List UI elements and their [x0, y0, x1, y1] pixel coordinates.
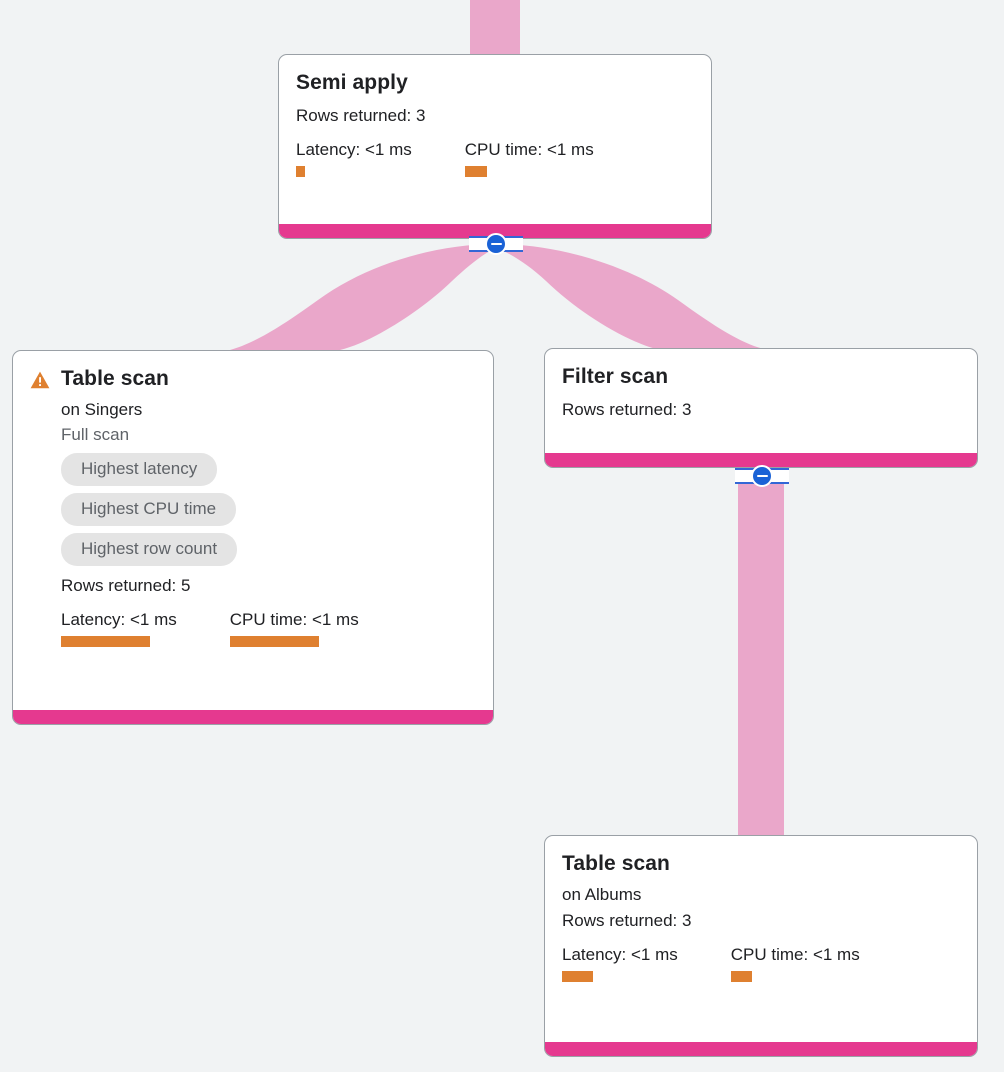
node-rows-returned: Rows returned: 5 [61, 576, 191, 595]
metric-cpu-time: CPU time: <1 ms [730, 944, 860, 982]
node-rows-returned: Rows returned: 3 [562, 911, 692, 930]
node-subtitle: on Albums [562, 885, 642, 904]
plan-node-semi-apply[interactable]: Semi apply Rows returned: 3 Latency: <1 … [278, 54, 712, 239]
node-footer-bar [545, 1042, 977, 1056]
metric-latency-label: Latency: <1 ms [61, 610, 177, 629]
metric-cpu-time-bar [730, 971, 752, 982]
node-title-row: Table scan on Singers Full scan Highest … [30, 366, 476, 647]
collapse-toggle-semi-apply[interactable] [469, 231, 523, 257]
edge-semi-apply-to-filter-scan [496, 244, 768, 350]
node-chip-list: Highest latency Highest CPU time Highest… [61, 453, 359, 566]
node-body: Semi apply Rows returned: 3 Latency: <1 … [279, 55, 711, 224]
warning-triangle-icon [30, 371, 50, 389]
collapse-minus-icon[interactable] [485, 233, 507, 255]
node-body: Table scan on Albums Rows returned: 3 La… [545, 836, 977, 1042]
chip-highest-cpu-time[interactable]: Highest CPU time [61, 493, 237, 526]
node-footer-bar [279, 224, 711, 238]
metric-cpu-time-label: CPU time: <1 ms [229, 610, 359, 629]
node-title-row: Semi apply [296, 70, 694, 96]
node-title: Semi apply [296, 71, 408, 94]
collapse-toggle-filter-scan[interactable] [735, 463, 789, 489]
metric-latency-label: Latency: <1 ms [296, 140, 412, 159]
node-rows-returned: Rows returned: 3 [296, 106, 426, 125]
node-metrics: Latency: <1 ms CPU time: <1 ms [61, 609, 359, 647]
node-title-row: Table scan [562, 851, 960, 877]
metric-cpu-time: CPU time: <1 ms [464, 139, 594, 177]
edge-semi-apply-to-table-singers [230, 244, 496, 350]
node-title: Table scan [61, 367, 169, 390]
node-footer-bar [13, 710, 493, 724]
metric-cpu-time-bar [229, 636, 319, 647]
node-rows-returned: Rows returned: 3 [562, 400, 692, 419]
node-heading-block: Table scan on Singers Full scan Highest … [61, 366, 359, 647]
node-footer-bar [545, 453, 977, 467]
node-body: Filter scan Rows returned: 3 [545, 349, 977, 453]
metric-cpu-time-label: CPU time: <1 ms [730, 945, 860, 964]
edge-root-to-semi-apply [470, 0, 520, 58]
metric-latency-bar [61, 636, 150, 647]
node-title-row: Filter scan [562, 364, 960, 390]
node-title: Table scan [562, 852, 670, 875]
metric-latency: Latency: <1 ms [61, 609, 177, 647]
node-title: Filter scan [562, 365, 669, 388]
metric-latency-bar [562, 971, 593, 982]
metric-cpu-time-label: CPU time: <1 ms [464, 140, 594, 159]
chip-highest-row-count[interactable]: Highest row count [61, 533, 238, 566]
edge-filter-scan-to-table-albums [738, 466, 784, 841]
metric-cpu-time: CPU time: <1 ms [229, 609, 359, 647]
metric-cpu-time-bar [464, 166, 487, 177]
node-metrics: Latency: <1 ms CPU time: <1 ms [562, 944, 960, 982]
node-body: Table scan on Singers Full scan Highest … [13, 351, 493, 710]
node-metrics: Latency: <1 ms CPU time: <1 ms [296, 139, 694, 177]
chip-highest-latency[interactable]: Highest latency [61, 453, 218, 486]
metric-latency-label: Latency: <1 ms [562, 945, 678, 964]
node-scan-type: Full scan [61, 425, 130, 444]
plan-node-table-scan-albums[interactable]: Table scan on Albums Rows returned: 3 La… [544, 835, 978, 1057]
metric-latency-bar [296, 166, 305, 177]
plan-node-table-scan-singers[interactable]: Table scan on Singers Full scan Highest … [12, 350, 494, 725]
collapse-minus-icon[interactable] [751, 465, 773, 487]
metric-latency: Latency: <1 ms [562, 944, 678, 982]
plan-node-filter-scan[interactable]: Filter scan Rows returned: 3 [544, 348, 978, 468]
metric-latency: Latency: <1 ms [296, 139, 412, 177]
node-subtitle: on Singers [61, 400, 143, 419]
